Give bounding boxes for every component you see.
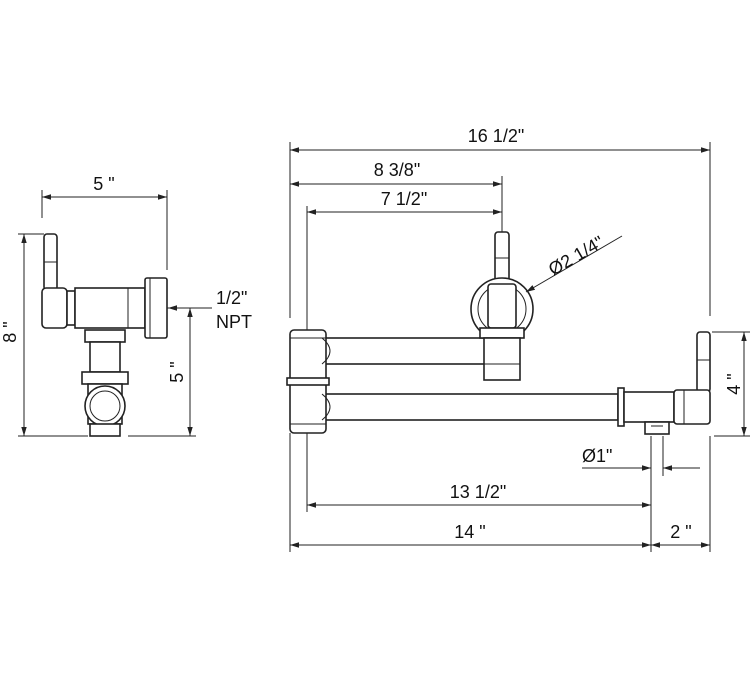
valve-diameter-callout: Ø2 1/4" bbox=[525, 232, 623, 293]
outlet-diameter-label: Ø1" bbox=[582, 446, 612, 466]
side-height-label: 8 " bbox=[0, 321, 20, 342]
lower-arm bbox=[321, 393, 619, 421]
side-spout bbox=[81, 329, 129, 437]
to-handle-label: 8 3/8" bbox=[374, 160, 420, 180]
swivel-joint bbox=[286, 329, 331, 434]
base-depth-label: 2 " bbox=[670, 522, 691, 542]
to-valve-dimension: 7 1/2" bbox=[306, 189, 502, 330]
side-view: 5 " 8 " 5 " 1/2" NPT bbox=[0, 174, 252, 437]
upper-arm bbox=[321, 337, 487, 365]
front-valve bbox=[470, 231, 534, 381]
side-width-label: 5 " bbox=[93, 174, 114, 194]
side-height-dimension: 8 " bbox=[0, 233, 88, 437]
overall-length-label: 16 1/2" bbox=[468, 126, 524, 146]
side-inlet-height-label: 5 " bbox=[167, 361, 187, 382]
npt-callout: 1/2" NPT bbox=[168, 288, 252, 332]
valve-diameter-label: Ø2 1/4" bbox=[545, 232, 607, 280]
to-handle-dimension: 8 3/8" bbox=[290, 160, 503, 232]
to-valve-label: 7 1/2" bbox=[381, 189, 427, 209]
side-handle bbox=[43, 233, 58, 291]
front-view: 16 1/2" 8 3/8" 7 1/2" Ø2 1/4" 4 " bbox=[286, 126, 750, 552]
reach-dimension: 13 1/2" bbox=[306, 433, 652, 512]
spout-length-label: 14 " bbox=[454, 522, 485, 542]
reach-label: 13 1/2" bbox=[450, 482, 506, 502]
outlet-diameter-dimension: Ø1" bbox=[582, 436, 700, 476]
connection-size-label: 1/2" bbox=[216, 288, 247, 308]
front-wall-base bbox=[617, 331, 711, 435]
base-height-dimension: 4 " bbox=[712, 331, 750, 437]
side-valve-body bbox=[41, 277, 168, 339]
spout-length-dimension: 14 " 2 " bbox=[289, 433, 711, 552]
connection-type-label: NPT bbox=[216, 312, 252, 332]
side-width-dimension: 5 " bbox=[41, 174, 168, 270]
overall-length-dimension: 16 1/2" bbox=[289, 126, 711, 318]
base-height-label: 4 " bbox=[724, 373, 744, 394]
